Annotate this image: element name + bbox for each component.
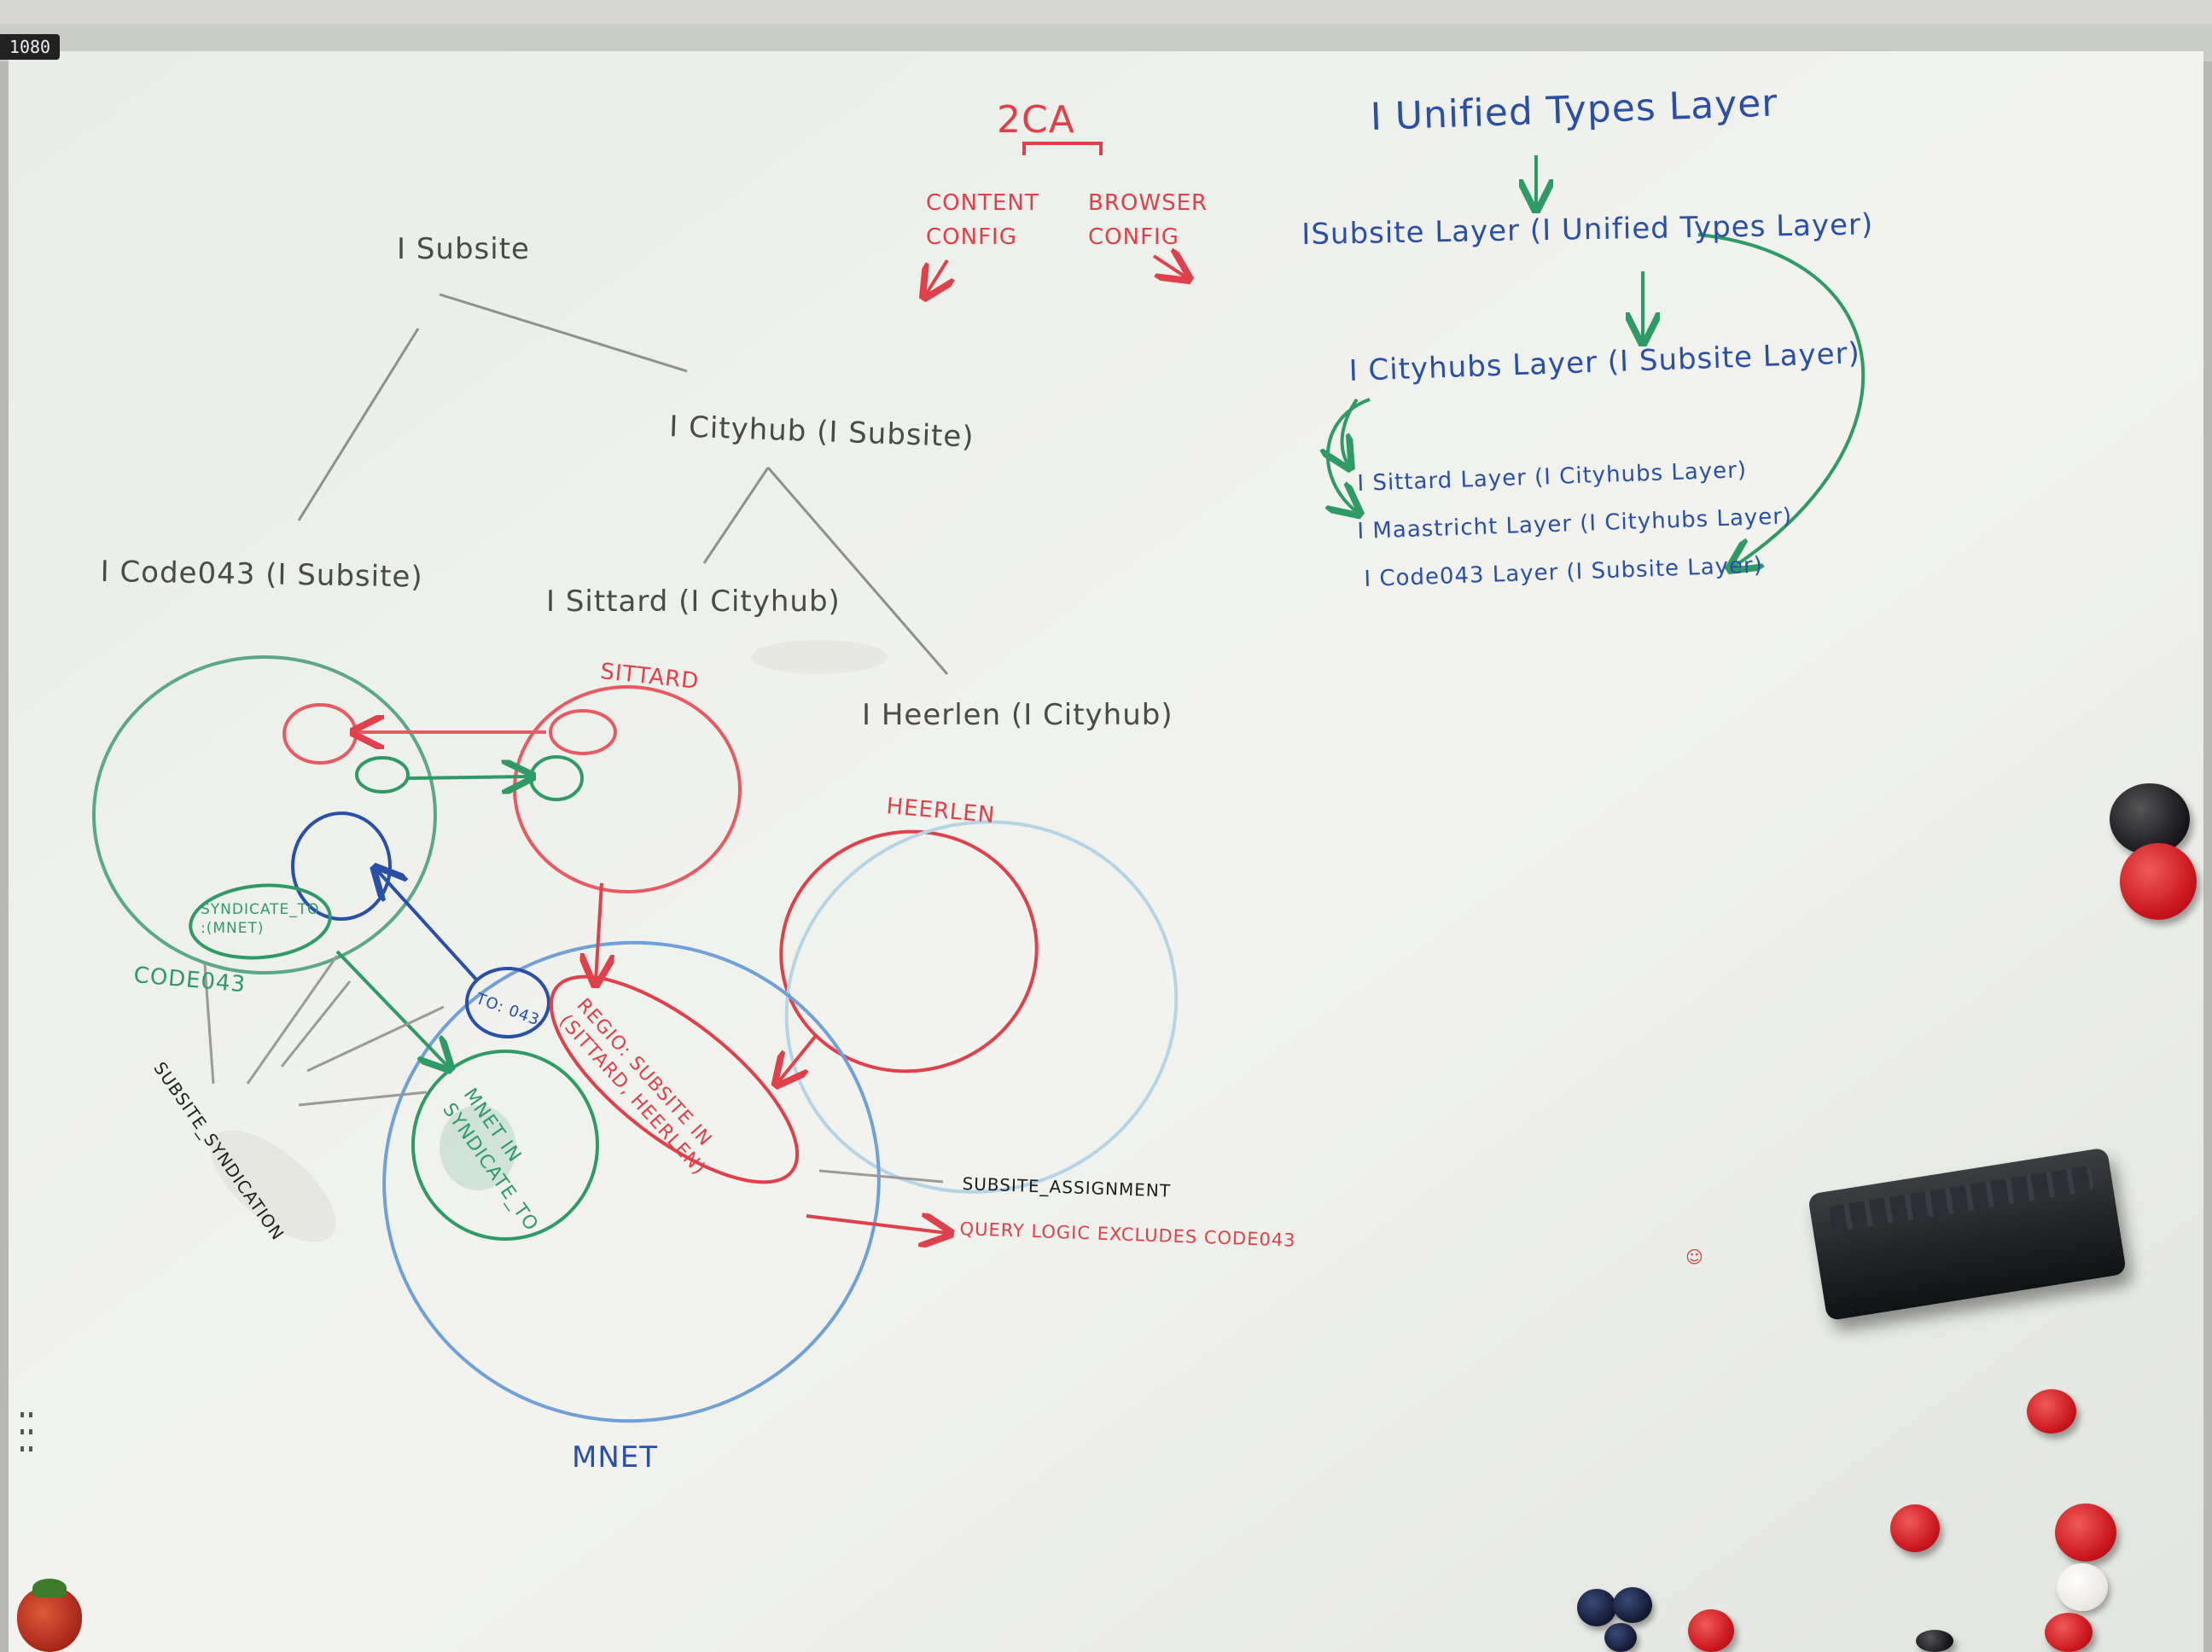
left-tree-lines xyxy=(297,293,949,675)
tree-sittard: I Sittard (I Cityhub) xyxy=(546,585,841,619)
content-config-label: CONTENT CONFIG xyxy=(926,190,1039,250)
magnet-navy xyxy=(1577,1589,1616,1626)
arrow-query-logic xyxy=(806,1216,947,1233)
small-green-circle-left xyxy=(355,756,410,794)
browser-config-label: BROWSER CONFIG xyxy=(1088,190,1208,250)
magnet-navy xyxy=(1604,1623,1637,1652)
corner-label: 1080 xyxy=(0,34,60,60)
tree-code043: I Code043 (I Subsite) xyxy=(100,555,424,595)
label-mnet: MNET xyxy=(572,1440,659,1475)
strawberry-magnet xyxy=(17,1579,82,1652)
line-subsite-assignment xyxy=(818,1169,944,1184)
board-surface xyxy=(9,51,2203,1652)
magnet-navy xyxy=(1613,1587,1652,1623)
arrow-heerlen-down xyxy=(778,1035,817,1082)
small-red-circle-right xyxy=(549,709,617,755)
mnet-in-ellipse xyxy=(411,1050,599,1241)
magnet-red xyxy=(2045,1613,2093,1652)
to-043-ellipse xyxy=(465,967,550,1038)
arrow-green-down xyxy=(335,950,448,1067)
2ca-title: 2CA xyxy=(997,98,1075,142)
code043-ellipse xyxy=(92,655,437,974)
arrow-subsite-to-code043 xyxy=(1697,233,1866,567)
tree-root-subsite: I Subsite xyxy=(397,232,530,266)
smiley-mark: ☺ xyxy=(1685,1247,1703,1267)
regio-ellipse xyxy=(549,974,800,1184)
magnet-red-top xyxy=(2120,843,2197,920)
arrow-green-right xyxy=(407,777,529,778)
heerlen-ellipse xyxy=(779,829,1039,1073)
magnet-red xyxy=(2027,1389,2076,1434)
arrow-sittard-down xyxy=(596,882,602,981)
arrow-blue-up xyxy=(377,870,480,983)
syndicate-to-ellipse xyxy=(189,883,332,960)
magnet-red xyxy=(1890,1504,1940,1552)
tree-heerlen: I Heerlen (I Cityhub) xyxy=(862,698,1173,732)
label-syndicate-to: SYNDICATE_TO :(MNET) xyxy=(201,901,320,937)
2ca-bracket xyxy=(926,142,1186,294)
magnet-black xyxy=(1916,1630,1953,1652)
magnet-red xyxy=(2055,1504,2116,1562)
magnet-white xyxy=(2057,1563,2108,1611)
magnet-red xyxy=(1688,1609,1734,1652)
